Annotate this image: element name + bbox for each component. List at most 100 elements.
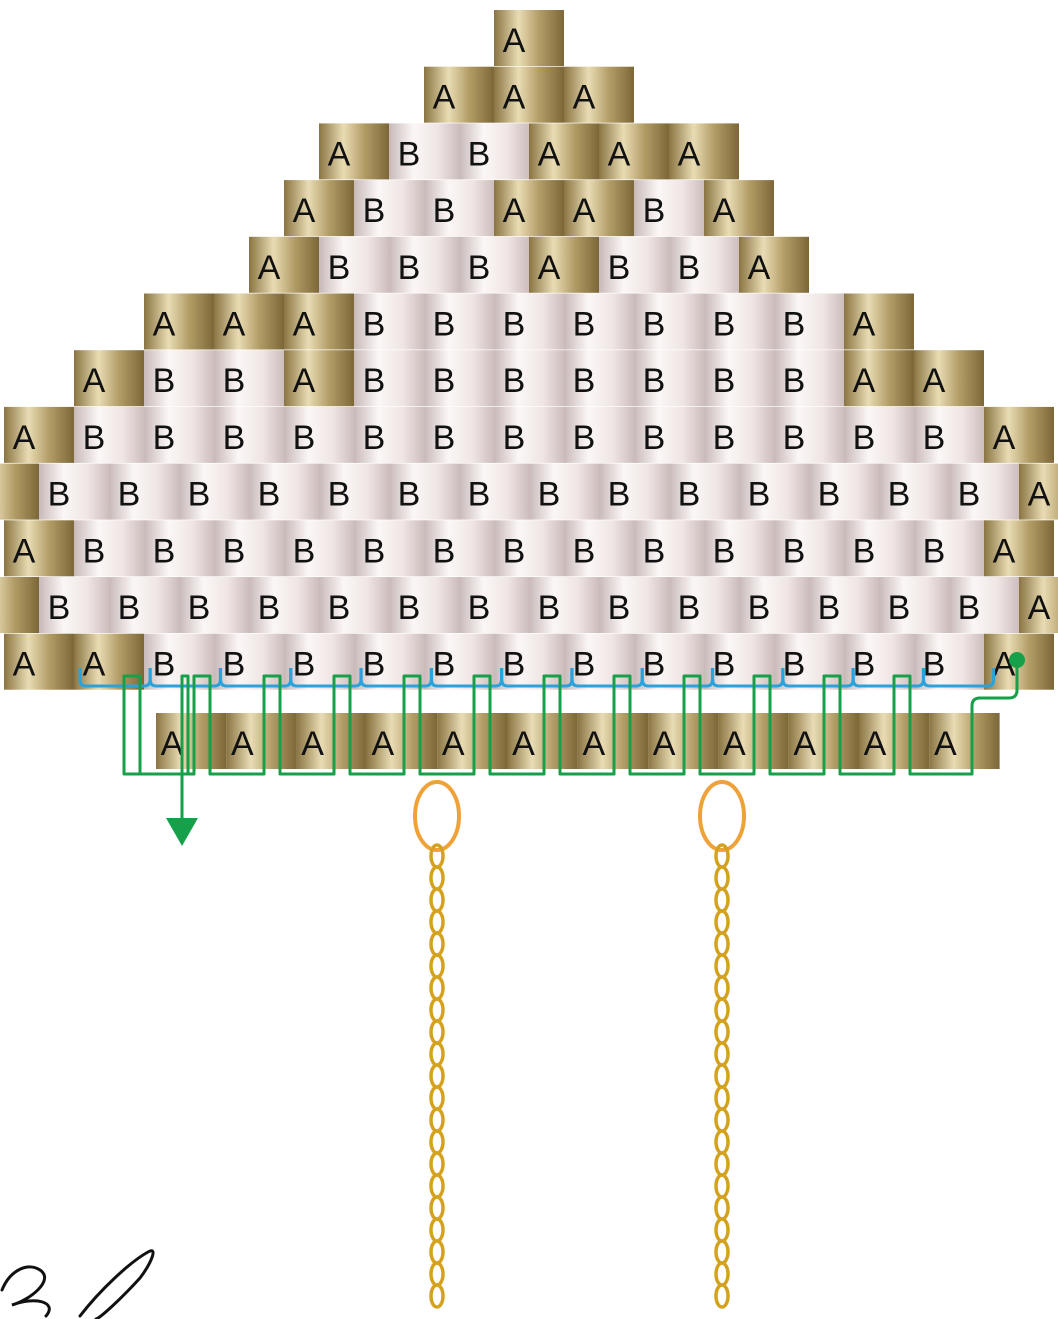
bead-label: B: [468, 589, 491, 627]
gold-chain-icon: [431, 1065, 443, 1087]
gold-chain-icon: [431, 1197, 443, 1219]
bead-label: B: [153, 362, 176, 400]
bead-row: A: [494, 10, 564, 66]
bead-label: B: [398, 135, 421, 173]
bead-label: B: [363, 532, 386, 570]
bead-label: B: [713, 306, 736, 344]
bead-row: AAA: [424, 67, 634, 123]
bead-label: B: [573, 362, 596, 400]
bead-label: A: [923, 362, 946, 400]
bead-label: B: [608, 476, 631, 514]
bead-label: B: [328, 249, 351, 287]
bead-label: B: [573, 532, 596, 570]
bead-label: B: [188, 476, 211, 514]
bead-label: A: [538, 135, 561, 173]
bead-label: B: [398, 476, 421, 514]
bead-label: B: [223, 362, 246, 400]
bead-label: A: [433, 79, 456, 117]
bead-label: B: [713, 362, 736, 400]
bead-label: B: [748, 589, 771, 627]
bead-row: ABBABBBBBBBAA: [74, 350, 984, 406]
bead-label: B: [783, 362, 806, 400]
bead-label: A: [748, 249, 771, 287]
bead-label: B: [923, 532, 946, 570]
bead-label: B: [643, 419, 666, 457]
bead-label: A: [934, 725, 957, 763]
gold-chain-icon: [431, 867, 443, 889]
bead-label: B: [83, 532, 106, 570]
bead-row: ABBBBBBBBBBBBBBA: [0, 464, 1058, 520]
bead-label: B: [398, 249, 421, 287]
bead-label: B: [818, 589, 841, 627]
gold-chain-icon: [716, 999, 728, 1021]
bead-label: B: [433, 306, 456, 344]
gold-chain-icon: [716, 1285, 728, 1307]
bead-label: A: [372, 725, 395, 763]
gold-chain-icon: [716, 977, 728, 999]
bead-label: B: [783, 532, 806, 570]
bead-label: A: [13, 532, 36, 570]
gold-chain-icon: [716, 867, 728, 889]
bead-label: B: [153, 419, 176, 457]
bead-label: B: [608, 589, 631, 627]
bead-label: B: [678, 589, 701, 627]
gold-chain-icon: [716, 1197, 728, 1219]
gold-chain-icon: [716, 911, 728, 933]
gold-chain-icon: [431, 889, 443, 911]
jump-ring-icon: [700, 782, 744, 850]
gold-chain-icon: [431, 1241, 443, 1263]
bead-label: A: [853, 306, 876, 344]
bead-label: B: [923, 646, 946, 684]
bead-label: A: [301, 725, 324, 763]
bead-label: B: [573, 419, 596, 457]
bead-label: B: [223, 646, 246, 684]
bead-label: A: [1028, 476, 1051, 514]
bead-row: AABBBBBBBBBBBBA: [4, 634, 1054, 690]
bead-label: B: [153, 532, 176, 570]
gold-chain-icon: [431, 1043, 443, 1065]
gold-chain-icon: [716, 1241, 728, 1263]
bead-label: B: [538, 589, 561, 627]
bead-label: A: [258, 249, 281, 287]
bead-label: B: [853, 532, 876, 570]
bead-row: ABBBBBBBBBBBBBBA: [0, 577, 1058, 633]
gold-chain-icon: [431, 1021, 443, 1043]
bead-label: A: [13, 646, 36, 684]
bead-label: B: [643, 192, 666, 230]
bead-label: B: [363, 362, 386, 400]
gold-chain-icon: [716, 1065, 728, 1087]
gold-chain-icon: [431, 1285, 443, 1307]
bead-label: B: [713, 646, 736, 684]
bead-label: A: [538, 249, 561, 287]
bead-row: ABBAABA: [284, 180, 774, 236]
bead-label: B: [293, 419, 316, 457]
bead-a: [0, 464, 39, 520]
chain-drop: [700, 782, 744, 1307]
bead-label: B: [678, 249, 701, 287]
bead-label: B: [818, 476, 841, 514]
gold-chain-icon: [716, 1153, 728, 1175]
bead-label: B: [258, 589, 281, 627]
chain-drop: [415, 782, 459, 1307]
bead-label: B: [258, 476, 281, 514]
bead-label: B: [503, 419, 526, 457]
gold-chain-icon: [431, 977, 443, 999]
bead-label: B: [923, 419, 946, 457]
gold-chain-icon: [716, 1109, 728, 1131]
bead-a: [0, 577, 39, 633]
gold-chain-icon: [431, 933, 443, 955]
bead-label: B: [48, 476, 71, 514]
bead-label: B: [83, 419, 106, 457]
bead-label: B: [153, 646, 176, 684]
bead-label: B: [503, 306, 526, 344]
bead-label: B: [223, 419, 246, 457]
gold-chain-icon: [716, 1131, 728, 1153]
bead-label: B: [363, 192, 386, 230]
bead-label: B: [643, 532, 666, 570]
bead-row: ABBBBBBBBBBBBBA: [4, 407, 1054, 463]
bead-label: B: [503, 646, 526, 684]
gold-chain-icon: [716, 1087, 728, 1109]
gold-chain-icon: [431, 1175, 443, 1197]
bead-label: A: [853, 362, 876, 400]
